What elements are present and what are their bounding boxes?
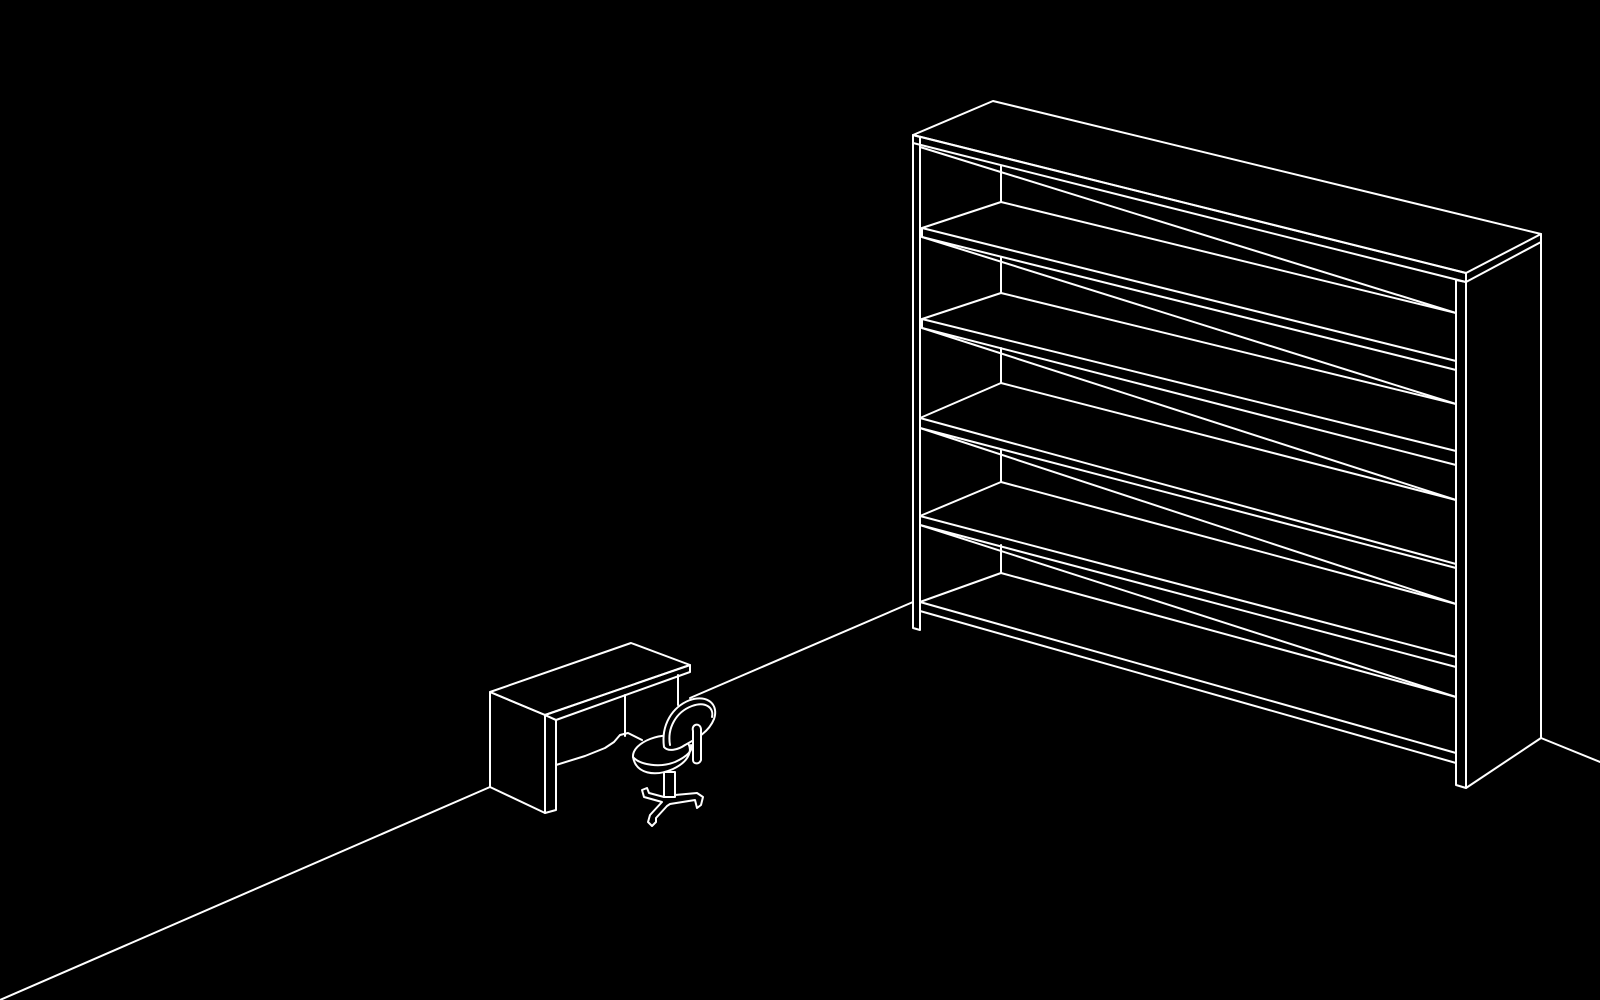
floor-edge-left (0, 786, 491, 1000)
office-chair (631, 697, 717, 827)
desk-top-edge (544, 664, 691, 721)
floor-edge-right (1540, 737, 1600, 763)
desk (489, 642, 691, 814)
bookshelf-shelf-1 (921, 201, 1457, 405)
chair-gas-lift (663, 771, 676, 798)
floor-edges (0, 601, 1600, 1000)
bookshelf-top-edge-side (1465, 233, 1542, 283)
bookshelf-shelf-2 (921, 292, 1457, 501)
chair-back-support (691, 723, 702, 765)
chair-backrest (662, 697, 717, 751)
floor-edge-middle (689, 601, 914, 699)
bookshelf-shelf-4 (919, 481, 1457, 698)
bookshelf-left-post (912, 134, 921, 631)
desk-front-leg (544, 714, 557, 814)
bookshelf-shelf-3 (919, 382, 1457, 605)
bookshelf-shelf-5 (919, 572, 1457, 764)
bookshelf-side-panel (1465, 241, 1542, 789)
bookshelf-top (912, 100, 1542, 274)
chair-backrest-edge (668, 703, 714, 746)
bookshelf-right-post (1455, 279, 1467, 789)
bookshelf-back-top (919, 146, 1457, 314)
chair-seat-edge (632, 744, 693, 767)
desk-modesty-panel (555, 732, 643, 766)
desk-side-panel (489, 691, 546, 814)
bookshelf (912, 100, 1542, 789)
chair-base (641, 782, 704, 827)
